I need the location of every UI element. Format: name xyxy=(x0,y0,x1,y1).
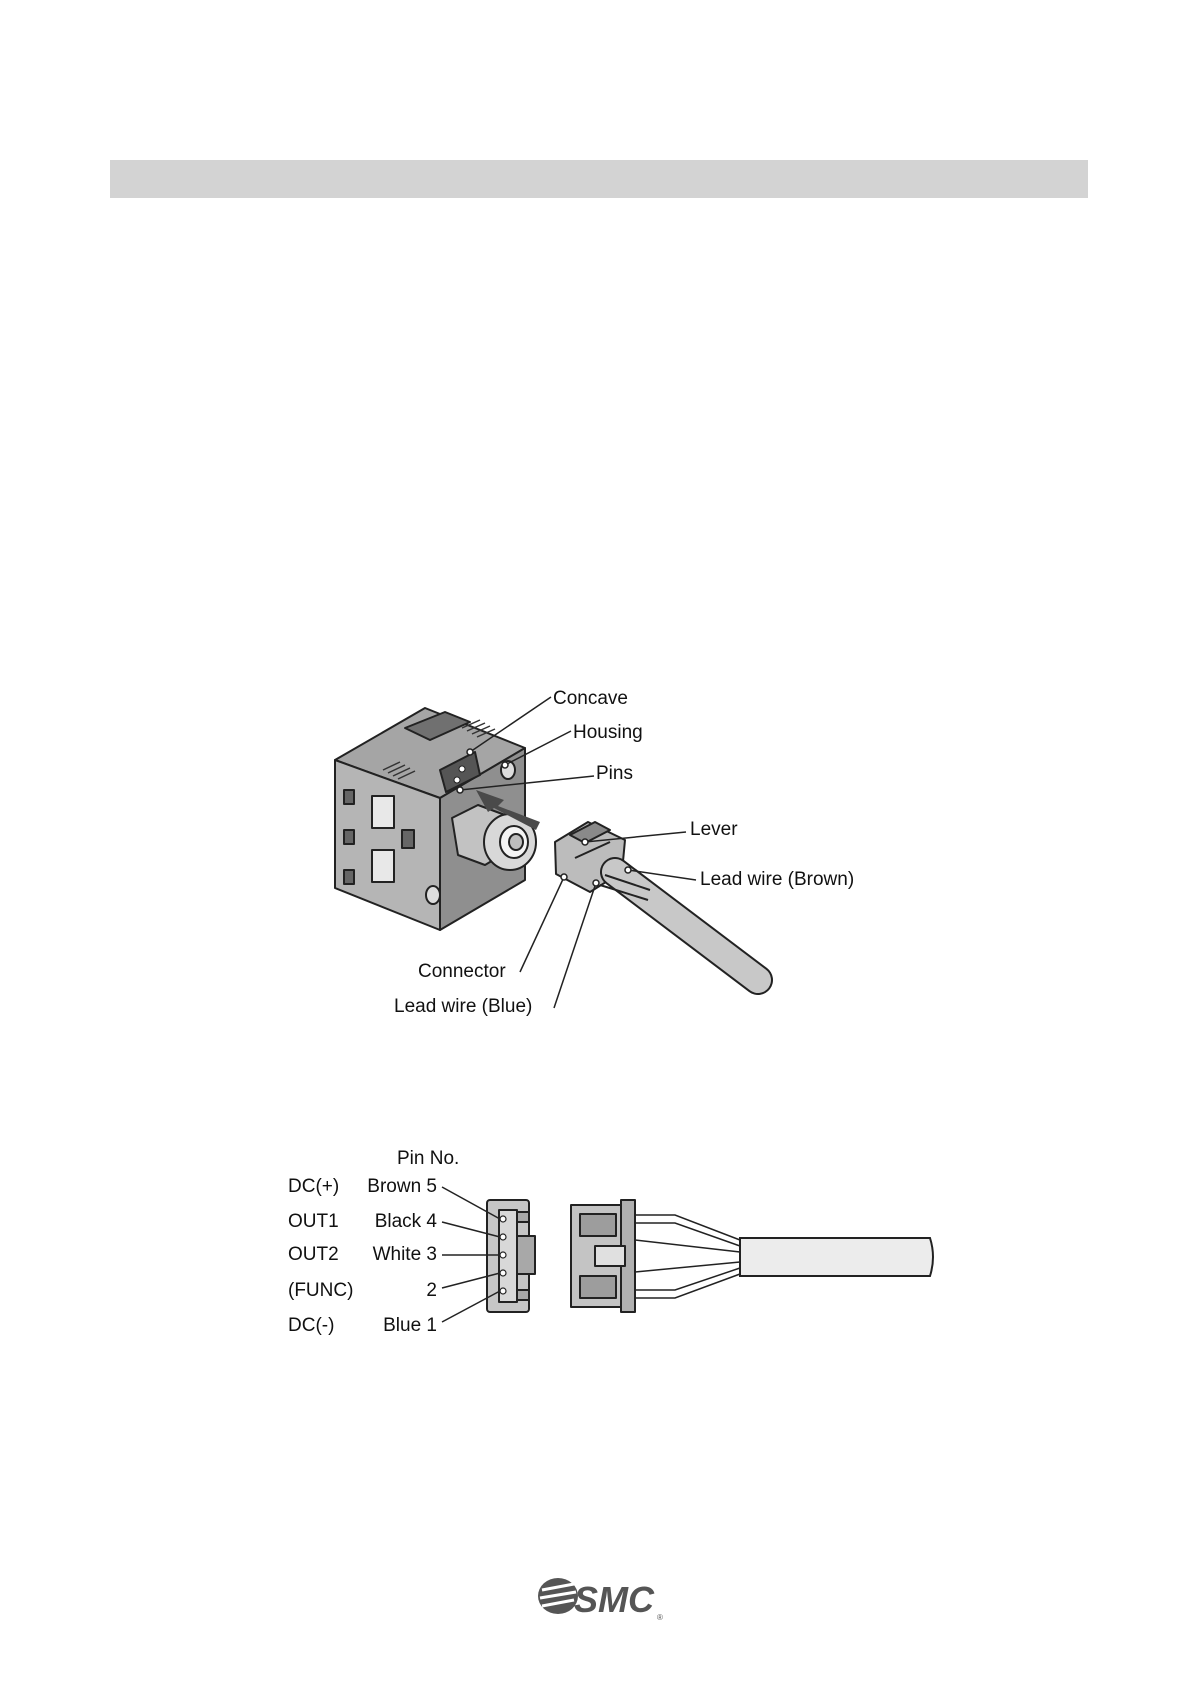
pin-signal: OUT2 xyxy=(288,1244,339,1266)
logo-text: SMC xyxy=(574,1579,655,1620)
pin-assignment-diagram xyxy=(0,0,1191,1400)
pin-wire: White 3 xyxy=(340,1244,437,1266)
cable-sheath xyxy=(740,1238,933,1276)
pin-no-header: Pin No. xyxy=(397,1148,459,1170)
smc-logo: SMC ® xyxy=(536,1574,666,1629)
pin-wire: 2 xyxy=(340,1280,437,1302)
pin-signal: OUT1 xyxy=(288,1211,339,1233)
pin-wire: Brown 5 xyxy=(340,1176,437,1198)
pin-wire: Blue 1 xyxy=(340,1315,437,1337)
smc-logo-icon: SMC ® xyxy=(536,1574,666,1624)
pin-wire: Black 4 xyxy=(340,1211,437,1233)
logo-registered-mark: ® xyxy=(657,1613,663,1622)
pin-signal: DC(+) xyxy=(288,1176,339,1198)
pin-signal: DC(-) xyxy=(288,1315,334,1337)
